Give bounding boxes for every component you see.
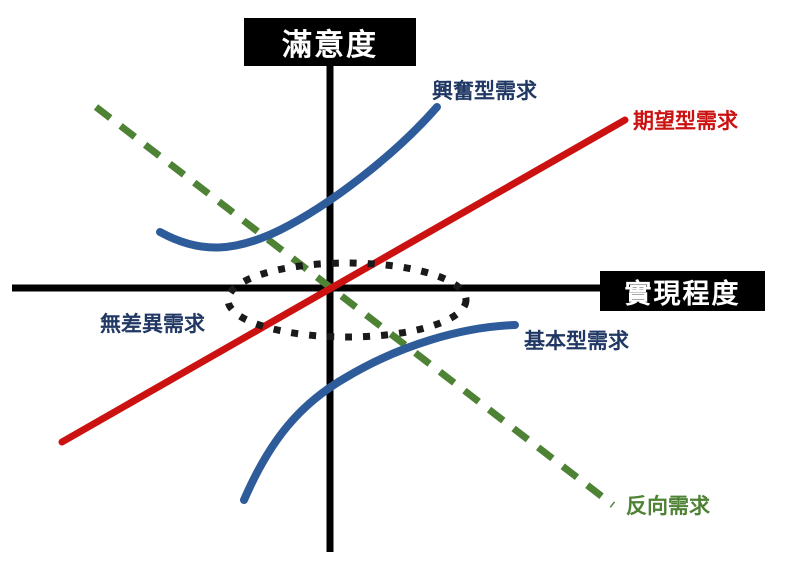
y-axis-title: 滿意度 [244, 18, 416, 66]
curve-label-attractive: 興奮型需求 [432, 79, 537, 103]
axes-group [12, 66, 600, 552]
curve-indifferent-ellipse [224, 259, 470, 341]
curve-attractive [156, 103, 441, 252]
x-axis-title: 實現程度 [600, 271, 765, 311]
curve-label-performance: 期望型需求 [633, 109, 738, 133]
curve-must-be [240, 321, 519, 504]
curve-label-must-be: 基本型需求 [524, 329, 629, 353]
curve-reverse [93, 104, 616, 508]
curve-label-reverse: 反向需求 [626, 494, 710, 518]
curve-label-indifferent: 無差異需求 [100, 312, 205, 336]
curve-performance [58, 116, 629, 446]
